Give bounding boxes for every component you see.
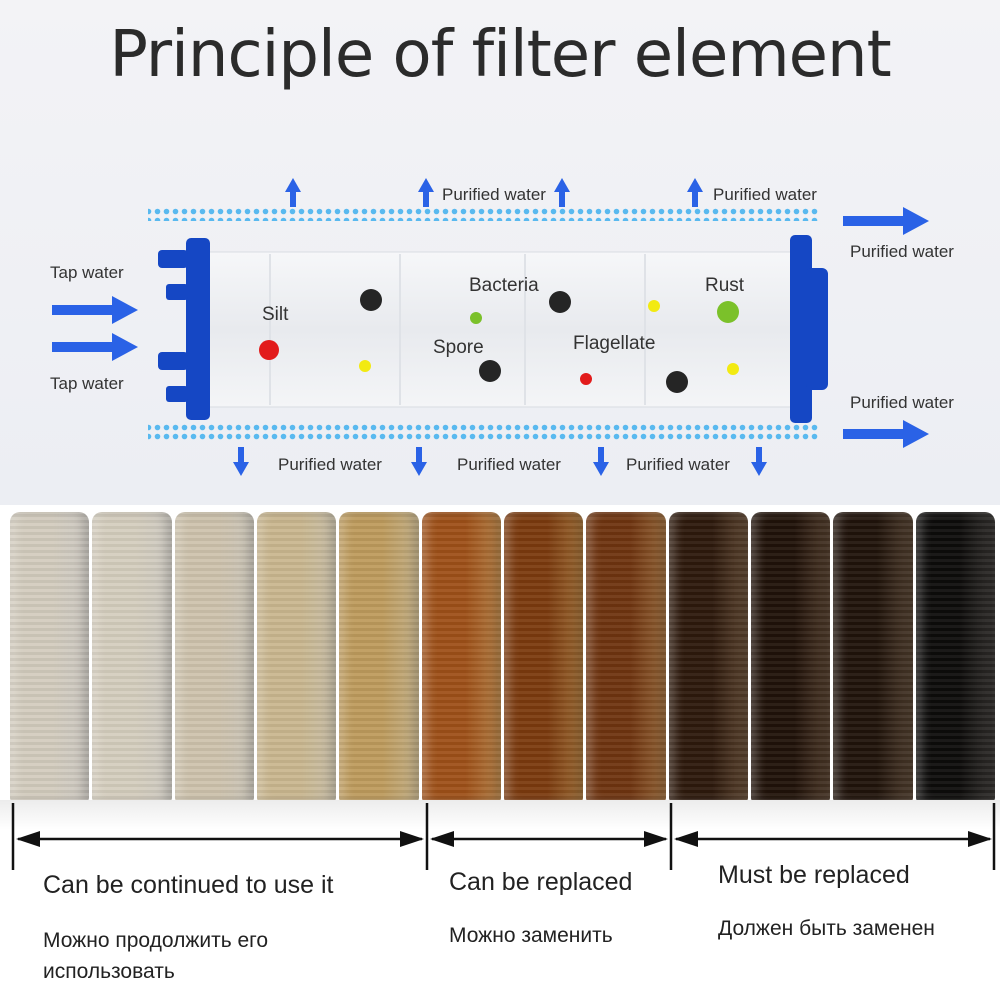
purified-label-top-1: Purified water: [442, 185, 546, 204]
range-label-replaceable: Can be replaced: [449, 868, 633, 896]
bacteria-dot-1: [360, 289, 382, 311]
yellow-particle-2: [648, 300, 660, 312]
range-label-must-replace: Must be replaced: [718, 861, 910, 889]
used-filter-tube: [915, 512, 995, 802]
floor-reflection: [0, 800, 1000, 830]
filter-diagram: [52, 178, 929, 476]
up-arrows: [285, 178, 703, 207]
spore-label: Spore: [433, 337, 484, 358]
bacteria-dot-2: [549, 291, 571, 313]
flagellate-dot: [580, 373, 592, 385]
used-filter-tube: [668, 512, 748, 802]
used-filter-tube: [256, 512, 337, 802]
tap-water-label-2: Tap water: [50, 374, 124, 393]
right-cap: [790, 235, 828, 423]
input-arrows: [52, 296, 138, 361]
used-filter-tube: [833, 512, 913, 802]
purified-label-top-2: Purified water: [713, 185, 817, 204]
range-sub-must-replace: Должен быть заменен: [718, 917, 935, 940]
used-filter-tube: [92, 512, 172, 802]
purified-label-right-1: Purified water: [850, 242, 954, 261]
bacteria-dot-3: [666, 371, 688, 393]
rust-dot: [717, 301, 739, 323]
spore-green-dot: [470, 312, 482, 324]
yellow-particle-3: [727, 363, 739, 375]
flagellate-label: Flagellate: [573, 333, 656, 354]
purified-label-bottom-2: Purified water: [457, 455, 561, 474]
used-filter-tube: [421, 512, 501, 802]
range-sub-replaceable: Можно заменить: [449, 924, 613, 947]
silt-dot: [259, 340, 279, 360]
tap-water-label-1: Tap water: [50, 263, 124, 282]
output-arrows-right: [843, 207, 929, 448]
left-cap: [158, 238, 210, 420]
used-filter-tube: [503, 512, 584, 802]
bottom-flow-band: [148, 424, 818, 442]
purified-label-right-2: Purified water: [850, 393, 954, 412]
rust-label: Rust: [705, 275, 745, 296]
range-brackets: [11, 803, 996, 870]
purified-label-bottom-1: Purified water: [278, 455, 382, 474]
used-filter-tube: [339, 512, 419, 802]
yellow-particle-1: [359, 360, 371, 372]
bacteria-label: Bacteria: [469, 275, 539, 296]
used-filter-tube: [174, 512, 254, 802]
page-title: Principle of filter element: [109, 18, 891, 92]
used-filter-row: [10, 512, 995, 802]
range-label-continue: Can be continued to use it: [43, 871, 334, 899]
used-filter-tube: [586, 512, 666, 802]
filter-segments: [269, 254, 646, 405]
down-arrows: [233, 447, 767, 476]
purified-label-bottom-3: Purified water: [626, 455, 730, 474]
used-filter-tube: [10, 512, 90, 802]
range-sub-continue: Можно продолжить его использовать: [43, 929, 269, 983]
top-flow-band: [148, 208, 818, 221]
spore-dark-dot: [479, 360, 501, 382]
used-filter-tube: [750, 512, 831, 802]
silt-label: Silt: [262, 304, 289, 325]
